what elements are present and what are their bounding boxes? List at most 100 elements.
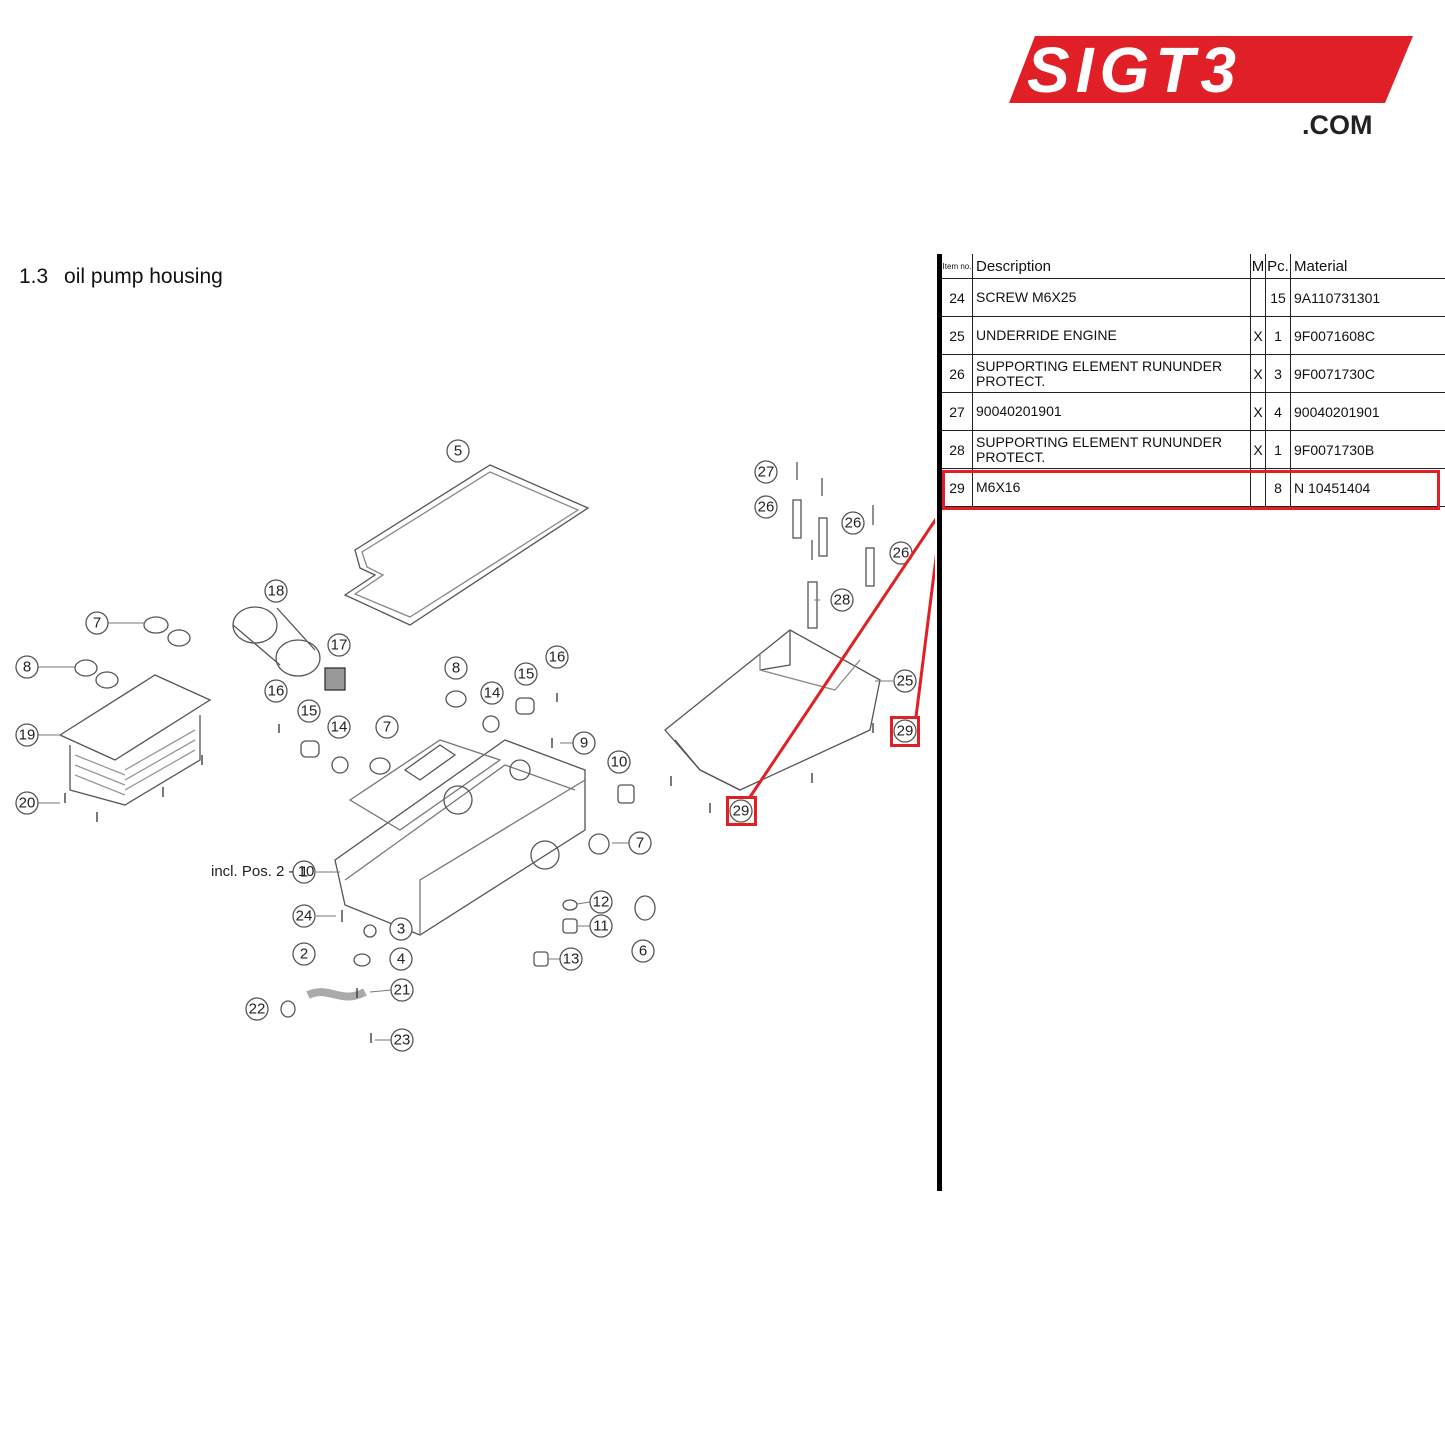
callout-14[interactable] <box>327 715 351 739</box>
callout-22[interactable] <box>245 997 269 1021</box>
callout-23[interactable] <box>390 1028 414 1052</box>
row-material: 9F0071730B <box>1290 430 1445 469</box>
callout-10[interactable] <box>607 750 631 774</box>
callout-label: 2 <box>300 946 308 963</box>
screws <box>64 693 874 1043</box>
leader-lines <box>38 599 893 1041</box>
callout-25[interactable] <box>893 669 917 693</box>
filter-insert-part <box>324 667 346 691</box>
callout-20[interactable] <box>15 791 39 815</box>
callout-5[interactable] <box>446 439 470 463</box>
callout-11[interactable] <box>589 914 613 938</box>
callout-27[interactable] <box>754 460 778 484</box>
callout-label: 4 <box>397 951 405 968</box>
row-item: 26 <box>942 354 973 393</box>
callout-13[interactable] <box>559 947 583 971</box>
callout-26[interactable] <box>841 511 865 535</box>
callout-1[interactable] <box>292 860 316 884</box>
callout-2[interactable] <box>292 942 316 966</box>
row-m <box>1250 278 1266 317</box>
callout-label: 17 <box>331 637 348 654</box>
callout-28[interactable] <box>830 588 854 612</box>
gasket-part <box>343 464 590 626</box>
callout-24[interactable] <box>292 904 316 928</box>
callout-label: 16 <box>268 683 285 700</box>
row-pc: 1 <box>1265 430 1291 469</box>
callout-4[interactable] <box>389 947 413 971</box>
oil-pump-housing-part <box>334 739 586 936</box>
callout-9[interactable] <box>572 731 596 755</box>
section-number: 1.3 <box>19 265 49 288</box>
row-item: 29 <box>942 468 973 507</box>
row-item: 28 <box>942 430 973 469</box>
logo-text: SIGT3 <box>1027 34 1242 106</box>
sigt3-logo: SIGT3 <box>1009 34 1413 106</box>
callout-12[interactable] <box>589 890 613 914</box>
callout-label: 16 <box>549 649 566 666</box>
callout-label: 14 <box>484 685 501 702</box>
oil-pipe-part <box>306 988 367 1001</box>
callout-16[interactable] <box>264 679 288 703</box>
row-description: M6X16 <box>972 468 1251 507</box>
callout-label: 20 <box>19 795 36 812</box>
row-m: X <box>1250 392 1266 431</box>
row-pc: 3 <box>1265 354 1291 393</box>
table-row[interactable]: 28 SUPPORTING ELEMENT RUNUNDER PROTECT. … <box>942 430 1445 469</box>
row-pc: 15 <box>1265 278 1291 317</box>
row-pc: 1 <box>1265 316 1291 355</box>
callout-label: 5 <box>454 443 462 460</box>
callout-3[interactable] <box>389 917 413 941</box>
o-rings <box>74 616 656 1018</box>
callout-29[interactable] <box>729 799 753 823</box>
table-row[interactable]: 26 SUPPORTING ELEMENT RUNUNDER PROTECT. … <box>942 354 1445 393</box>
callout-label: 14 <box>331 719 348 736</box>
row-description: UNDERRIDE ENGINE <box>972 316 1251 355</box>
callout-7[interactable] <box>375 715 399 739</box>
gasket-inner <box>353 471 580 618</box>
table-row[interactable]: 27 90040201901 X 4 90040201901 <box>942 392 1445 431</box>
callout-label: 26 <box>845 515 862 532</box>
callout-14[interactable] <box>480 681 504 705</box>
callout-17[interactable] <box>327 633 351 657</box>
callout-7[interactable] <box>85 611 109 635</box>
callout-16[interactable] <box>545 645 569 669</box>
callout-label: 22 <box>249 1001 266 1018</box>
header-pc: Pc. <box>1265 254 1291 279</box>
table-row[interactable]: 25 UNDERRIDE ENGINE X 1 9F0071608C <box>942 316 1445 355</box>
table-row[interactable]: 24 SCREW M6X25 15 9A110731301 <box>942 278 1445 317</box>
highlight-box-callout-29 <box>890 716 920 747</box>
callout-label: 9 <box>580 735 588 752</box>
callout-19[interactable] <box>15 723 39 747</box>
callout-label: 11 <box>593 918 609 935</box>
callout-label: 15 <box>301 703 318 720</box>
callout-18[interactable] <box>264 579 288 603</box>
row-description: SUPPORTING ELEMENT RUNUNDER PROTECT. <box>972 430 1251 469</box>
callout-7[interactable] <box>628 831 652 855</box>
callout-label: 1 <box>300 864 308 881</box>
callout-21[interactable] <box>390 978 414 1002</box>
callout-label: 18 <box>268 583 285 600</box>
page-title: 1.3 oil pump housing <box>19 265 223 289</box>
section-title-text: oil pump housing <box>64 265 223 288</box>
callout-15[interactable] <box>514 662 538 686</box>
exploded-diagram: 5 18 7 8 17 16 19 15 14 7 20 8 14 15 16 … <box>15 439 935 1052</box>
callout-label: 24 <box>296 908 313 925</box>
row-description: SCREW M6X25 <box>972 278 1251 317</box>
callout-label: 23 <box>394 1032 411 1049</box>
callout-8[interactable] <box>444 656 468 680</box>
callout-29[interactable] <box>893 719 917 743</box>
callout-15[interactable] <box>297 699 321 723</box>
callout-8[interactable] <box>15 655 39 679</box>
callout-label: 6 <box>639 943 647 960</box>
table-row-highlighted[interactable]: 29 M6X16 8 N 10451404 <box>942 468 1445 507</box>
callout-26[interactable] <box>754 495 778 519</box>
parts-table: Item no. Description M Pc. Material 24 S… <box>942 254 1445 507</box>
row-item: 27 <box>942 392 973 431</box>
logo-background <box>1009 36 1413 103</box>
row-description: SUPPORTING ELEMENT RUNUNDER PROTECT. <box>972 354 1251 393</box>
logo-domain: .COM <box>1302 110 1373 140</box>
callout-6[interactable] <box>631 939 655 963</box>
row-material: N 10451404 <box>1290 468 1445 507</box>
callout-label: 13 <box>563 951 580 968</box>
header-description: Description <box>972 254 1251 279</box>
